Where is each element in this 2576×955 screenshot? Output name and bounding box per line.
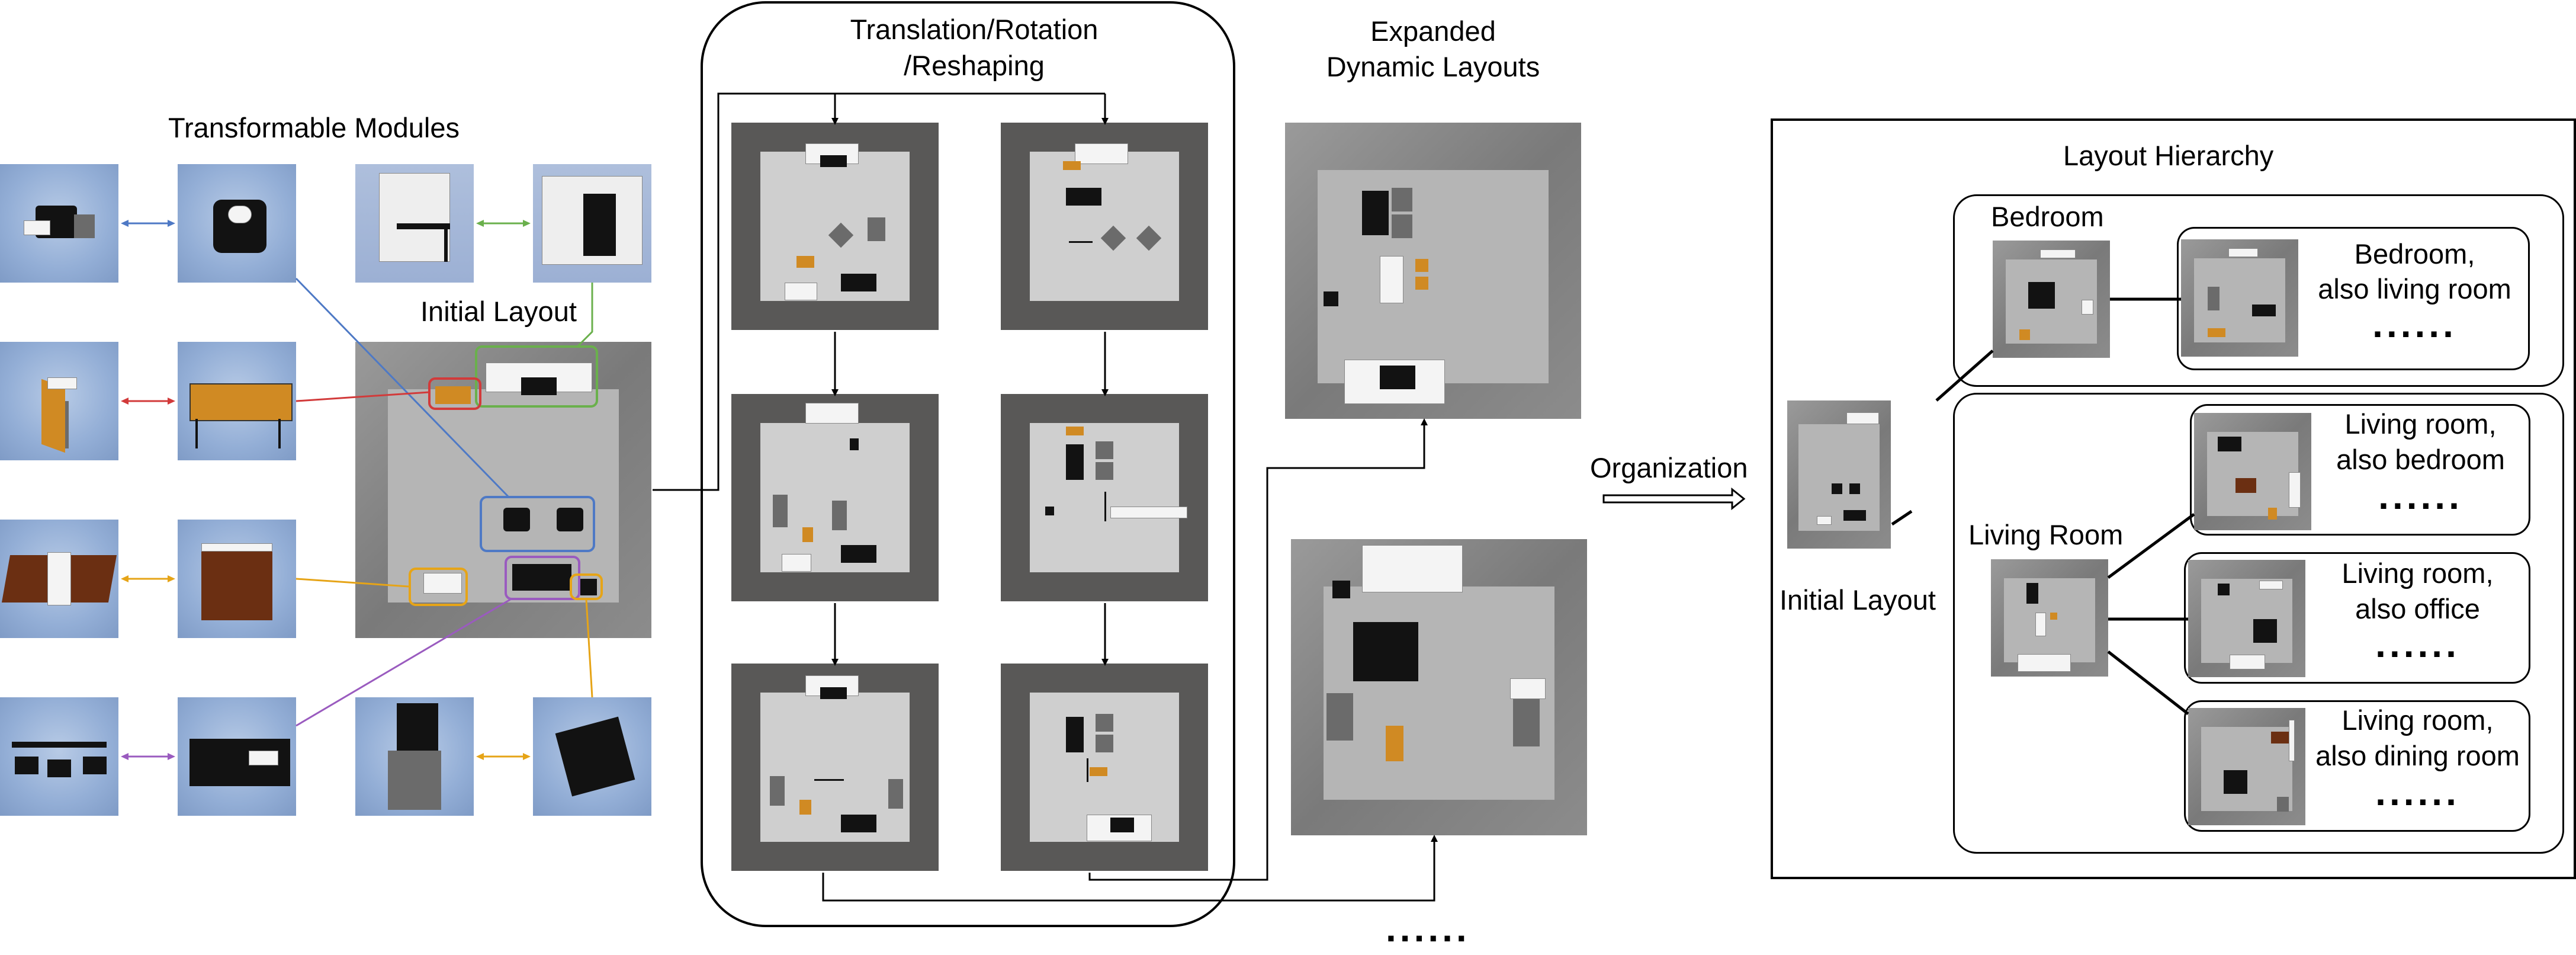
bedroom-label: Bedroom	[1991, 201, 2104, 232]
module-desk-open-thumbnail	[0, 520, 118, 638]
highlight-cube	[570, 573, 603, 600]
translation-panel	[701, 1, 1235, 927]
living-room-layout	[1991, 559, 2108, 677]
module-table-stools-thumbnail	[0, 697, 118, 816]
module-table-thumbnail	[178, 342, 296, 460]
leaf-3-line1: Living room,	[2341, 557, 2494, 589]
expanded-layout-2	[1291, 539, 1587, 835]
module-shelf-folded-thumbnail	[533, 164, 651, 283]
highlight-armchairs	[480, 496, 595, 552]
organization-label: Organization	[1590, 452, 1748, 483]
transformable-modules-title: Transformable Modules	[168, 112, 460, 143]
leaf-3-dots: ......	[2375, 623, 2460, 665]
leaf-1-dots: ......	[2372, 303, 2457, 345]
expanded-title-line2: Dynamic Layouts	[1326, 51, 1540, 82]
bottom-ellipsis: ......	[1386, 907, 1470, 950]
transformed-layout-a3	[731, 664, 939, 871]
leaf-2-dots: ......	[2378, 475, 2463, 517]
bedroom-group	[1953, 194, 2564, 387]
leaf-4-dots: ......	[2375, 771, 2460, 813]
initial-layout-label-right: Initial Layout	[1780, 584, 1936, 616]
transformed-layout-b3	[1001, 664, 1208, 871]
module-shelf-desk-thumbnail	[355, 164, 474, 283]
leaf-3-line2: also office	[2355, 593, 2480, 624]
expanded-title-line1: Expanded	[1370, 15, 1496, 47]
leaf-2-line2: also bedroom	[2336, 444, 2505, 475]
expanded-layout-1	[1285, 123, 1581, 419]
leaf-layout-4	[2188, 708, 2305, 825]
leaf-box-2	[2190, 404, 2530, 536]
leaf-box-4	[2184, 700, 2530, 832]
leaf-4-line1: Living room,	[2341, 704, 2494, 736]
leaf-layout-3	[2188, 560, 2305, 677]
living-room-label: Living Room	[1968, 519, 2124, 550]
bedroom-layout	[1993, 241, 2110, 358]
module-armchair-folded-thumbnail	[0, 164, 118, 283]
highlight-table	[428, 377, 481, 410]
translation-title-line2: /Reshaping	[904, 50, 1045, 81]
leaf-2-line1: Living room,	[2344, 408, 2497, 440]
module-chairs-thumbnail	[0, 342, 118, 460]
module-cube-thumbnail	[533, 697, 651, 816]
module-cabinet-thumbnail	[178, 520, 296, 638]
hierarchy-initial-layout	[1787, 400, 1891, 549]
transformed-layout-a2	[731, 394, 939, 601]
transformed-layout-a1	[731, 123, 939, 330]
transformed-layout-b1	[1001, 123, 1208, 330]
module-tv-console-thumbnail	[178, 697, 296, 816]
highlight-cabinet	[409, 568, 468, 606]
initial-layout-label-left: Initial Layout	[420, 296, 577, 327]
module-armchair-thumbnail	[178, 164, 296, 283]
highlight-shelf	[475, 345, 598, 408]
transformed-layout-b2	[1001, 394, 1208, 601]
module-tall-chair-thumbnail	[355, 697, 474, 816]
leaf-1-line2: also living room	[2318, 273, 2511, 305]
layout-hierarchy-panel	[1771, 118, 2576, 879]
leaf-1-line1: Bedroom,	[2354, 238, 2475, 270]
leaf-layout-2	[2194, 413, 2311, 530]
translation-title-line1: Translation/Rotation	[850, 14, 1099, 45]
layout-hierarchy-title: Layout Hierarchy	[2063, 140, 2274, 171]
highlight-tv-console	[505, 556, 580, 600]
leaf-4-line2: also dining room	[2315, 740, 2520, 771]
leaf-layout-1	[2181, 239, 2298, 357]
living-room-group	[1953, 393, 2564, 854]
